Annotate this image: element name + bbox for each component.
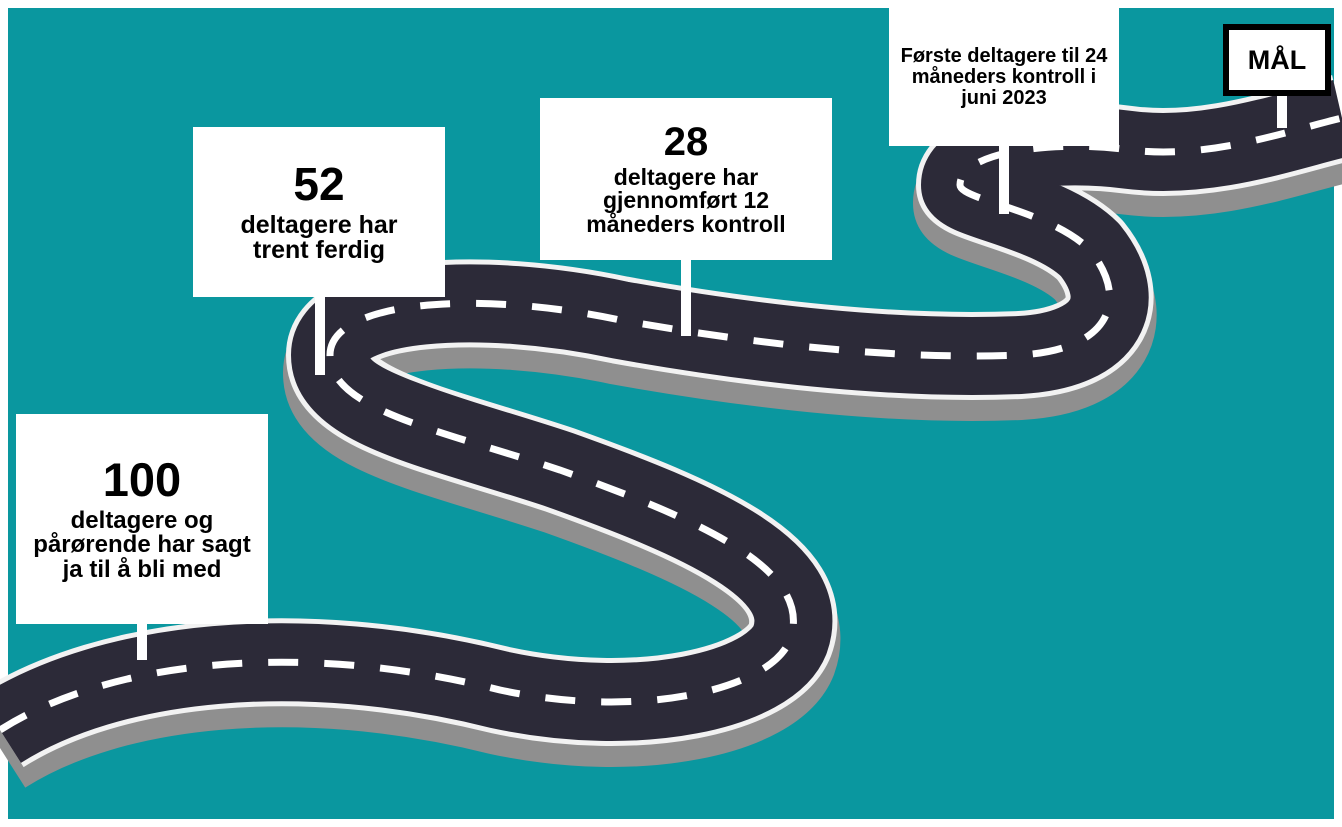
milestone-text: deltagere har trent ferdig	[214, 213, 424, 264]
milestone-text: deltagere og pårørende har sagt ja til å…	[27, 509, 257, 582]
milestone-text: Første deltagere til 24 måneders kontrol…	[897, 46, 1112, 109]
milestone-box-52: 52 deltagere har trent ferdig	[193, 127, 445, 297]
post-first	[999, 144, 1009, 214]
goal-sign: MÅL	[1223, 24, 1331, 96]
post-28	[681, 258, 691, 336]
post-goal	[1277, 96, 1287, 128]
milestone-number: 52	[293, 161, 344, 207]
milestone-number: 28	[664, 122, 709, 162]
post-100	[137, 620, 147, 660]
milestone-number: 100	[103, 456, 181, 503]
goal-label: MÅL	[1248, 45, 1306, 76]
milestone-text: deltagere har gjennomført 12 måneders ko…	[546, 166, 826, 236]
milestone-box-first-24-month: Første deltagere til 24 måneders kontrol…	[889, 8, 1119, 146]
post-52	[315, 295, 325, 375]
milestone-box-28: 28 deltagere har gjennomført 12 måneders…	[540, 98, 832, 260]
milestone-box-100: 100 deltagere og pårørende har sagt ja t…	[16, 414, 268, 624]
